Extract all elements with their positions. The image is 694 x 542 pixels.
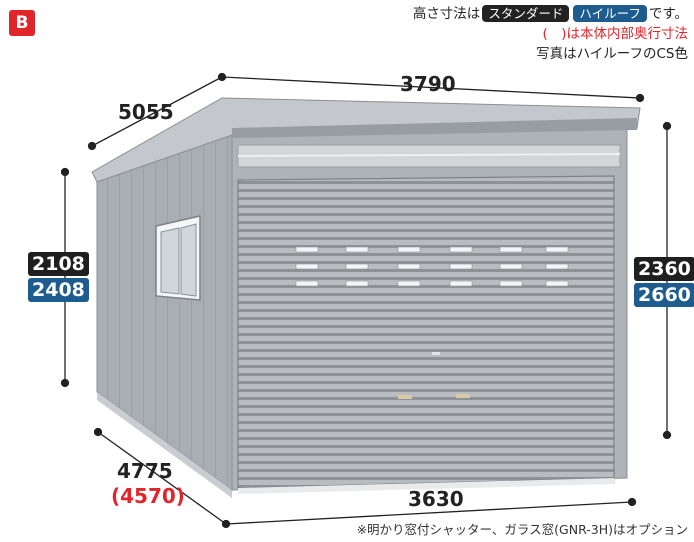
inner-depth-note: ( )は本体内部奥行寸法 <box>542 26 688 42</box>
option-footnote: ※明かり窓付シャッター、ガラス窓(GNR-3H)はオプション <box>356 522 688 537</box>
standard-badge: スタンダード <box>482 5 570 22</box>
inner-depth-label: (4570) <box>111 484 185 508</box>
depth-top-label: 5055 <box>118 100 174 124</box>
width-bottom-label: 3630 <box>408 487 464 511</box>
high-roof-badge: ハイルーフ <box>573 5 647 22</box>
right-height-high-tag: 2660 <box>634 283 694 307</box>
spec-notes: 高さ寸法はスタンダードハイルーフです。 ( )は本体内部奥行寸法 写真はハイルー… <box>413 4 688 64</box>
left-height-high-tag: 2408 <box>28 278 89 302</box>
height-note-prefix: 高さ寸法は <box>412 6 481 22</box>
height-note: 高さ寸法はスタンダードハイルーフです。 <box>413 4 688 24</box>
width-top-label: 3790 <box>400 72 456 96</box>
photo-note: 写真はハイルーフのCS色 <box>536 46 688 62</box>
brand-logo: B <box>9 10 35 36</box>
left-height-standard-tag: 2108 <box>28 252 89 276</box>
depth-bottom-label: 4775 <box>117 459 173 483</box>
right-height-standard-tag: 2360 <box>634 257 694 281</box>
height-note-suffix: です。 <box>648 6 688 22</box>
